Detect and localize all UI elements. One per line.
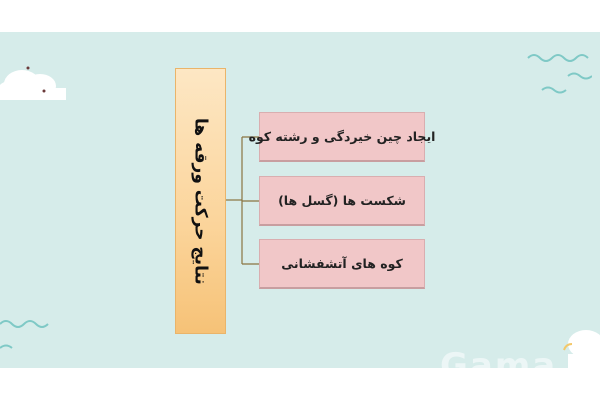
root-node-label: نتایج حرکت ورقه ها [190,117,211,285]
bottom-band [0,368,600,400]
root-node: نتایج حرکت ورقه ها [175,68,226,334]
child-node-label: ایجاد چین خیردگی و رشته کوه [248,129,436,144]
waves-bottom-left-icon [0,320,49,349]
child-node-faults: شکست ها (گسل ها) [259,176,425,226]
waves-top-right-icon [527,54,592,94]
child-node-volcanoes: کوه های آتشفشانی [259,239,425,289]
child-node-label: کوه های آتشفشانی [281,256,403,271]
cloud-top-left-icon [0,66,66,100]
child-node-label: شکست ها (گسل ها) [278,193,406,208]
child-node-folding: ایجاد چین خیردگی و رشته کوه [249,112,435,162]
cloud-bottom-right-icon [563,330,600,368]
